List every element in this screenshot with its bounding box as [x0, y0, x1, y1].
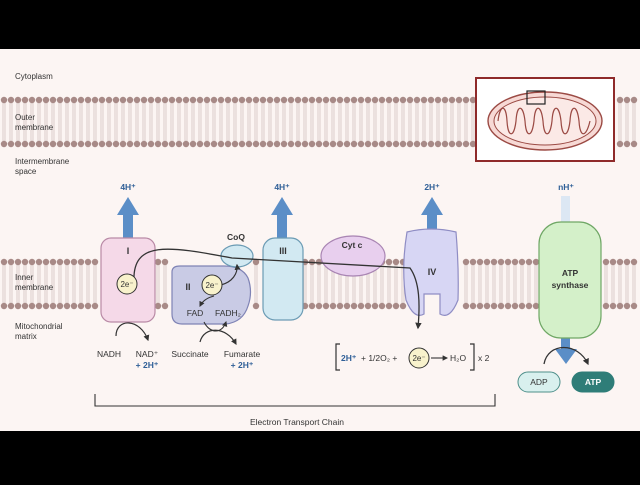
compartment-labels: Cytoplasm Outer membrane Intermembrane s… — [15, 72, 70, 341]
nadh-label: NADH — [97, 349, 121, 359]
proton-label-c1: 4H⁺ — [120, 182, 136, 192]
proton-label-c3: 4H⁺ — [274, 182, 290, 192]
nad-protons-label: + 2H⁺ — [136, 360, 159, 370]
proton-labels: 4H⁺ 4H⁺ 2H⁺ nH⁺ — [120, 182, 574, 192]
proton-label-atp: nH⁺ — [558, 182, 574, 192]
letterbox-bottom — [0, 431, 640, 480]
equation-oxygen: + 1/2O₂ + — [361, 353, 397, 363]
fad-cycle-arrow-1 — [199, 295, 215, 307]
electron-path — [133, 248, 422, 330]
inner-membrane — [0, 258, 638, 310]
adp-atp-arrow — [543, 347, 589, 366]
proton-arrow-c3 — [271, 197, 293, 238]
intermembrane-label-1: Intermembrane — [15, 157, 70, 166]
electron-c4-label: 2e⁻ — [412, 354, 425, 363]
nad-label: NAD⁺ — [136, 349, 159, 359]
mitochondrion-inset — [475, 77, 615, 162]
fumarate-protons-label: + 2H⁺ — [231, 360, 254, 370]
outer-membrane — [0, 96, 638, 148]
matrix-label-1: Mitochondrial — [15, 322, 63, 331]
electron-c2-label: 2e⁻ — [205, 281, 218, 290]
water-label: H₂O — [450, 353, 466, 363]
fad-label: FAD — [187, 308, 204, 318]
letterbox-top — [0, 0, 640, 49]
cytochrome-c: Cyt c — [320, 235, 386, 277]
atp-synthase: ATP synthase — [538, 221, 602, 339]
times-two-label: x 2 — [478, 353, 490, 363]
electron-path-coq — [220, 263, 241, 286]
adp-pill: ADP — [517, 371, 561, 393]
proton-arrow-atp — [555, 338, 577, 364]
electron-c2: 2e⁻ — [201, 274, 223, 296]
zoom-region-icon — [526, 90, 546, 105]
complex-iii: III — [262, 237, 304, 321]
complex-iv-label: IV — [428, 267, 437, 277]
proton-channel-atp — [561, 196, 570, 226]
adp-label: ADP — [530, 377, 548, 387]
proton-arrow-c4 — [421, 197, 443, 234]
matrix-label-2: matrix — [15, 332, 37, 341]
nadh-arrow — [115, 322, 150, 342]
atp-pill: ATP — [571, 371, 615, 393]
complex-iii-label: III — [279, 246, 287, 256]
water-equation: 2H⁺ + 1/2O₂ + 2e⁻ H₂O x 2 — [335, 343, 490, 371]
equation-protons: 2H⁺ — [341, 353, 357, 363]
proton-arrow-c1 — [117, 197, 139, 238]
fadh2-label: FADH₂ — [215, 308, 241, 318]
electron-c1-label: 2e⁻ — [120, 280, 133, 289]
proton-label-c4: 2H⁺ — [424, 182, 440, 192]
atp-synthase-label-1: ATP — [562, 268, 579, 278]
cytochrome-c-label: Cyt c — [342, 240, 363, 250]
complex-ii-label: II — [185, 282, 190, 292]
proton-arrows — [117, 196, 577, 364]
inner-membrane-label-2: membrane — [15, 283, 54, 292]
chain-label: Electron Transport Chain — [250, 417, 344, 427]
atp-label: ATP — [585, 377, 602, 387]
fad-cycle-arrow-2 — [203, 320, 228, 332]
complex-iv: IV — [403, 228, 459, 316]
fumarate-label: Fumarate — [224, 349, 261, 359]
cytoplasm-label: Cytoplasm — [15, 72, 53, 81]
coq-label: CoQ — [227, 232, 245, 242]
chain-bracket — [94, 394, 496, 407]
outer-membrane-label-1: Outer — [15, 113, 35, 122]
intermembrane-label-2: space — [15, 167, 37, 176]
succinate-arrow — [199, 329, 237, 346]
atp-synthase-label-2: synthase — [552, 280, 589, 290]
inner-membrane-label-1: Inner — [15, 273, 34, 282]
electron-c1: 2e⁻ — [116, 273, 138, 295]
succinate-label: Succinate — [171, 349, 209, 359]
outer-membrane-label-2: membrane — [15, 123, 54, 132]
cristae-icon — [497, 107, 591, 135]
complex-i-label: I — [127, 246, 130, 256]
